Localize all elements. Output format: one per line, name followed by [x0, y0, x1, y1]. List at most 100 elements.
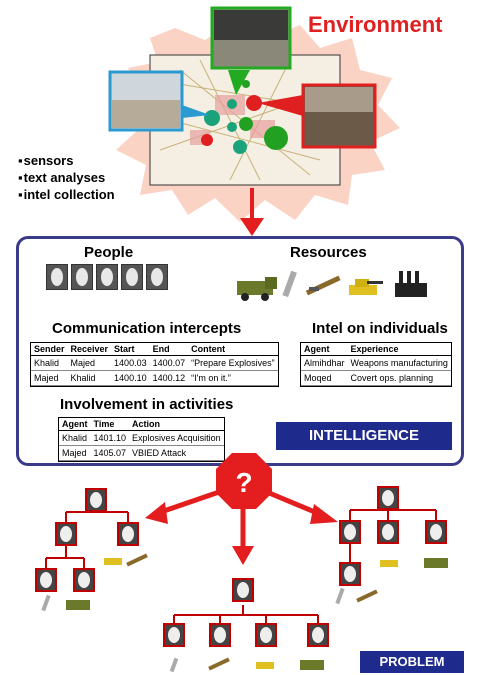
person-face-icon [46, 264, 68, 290]
table-header: Receiver [67, 343, 112, 356]
bullet-item: intel collection [18, 186, 115, 203]
table-cell: Weapons manufacturing [347, 355, 451, 371]
person-node-icon [425, 520, 447, 544]
environment-burst [108, 6, 400, 236]
table-cell: 1400.12 [149, 370, 189, 386]
table-cell: 1400.10 [111, 370, 150, 386]
table-header-row: Sender Receiver Start End Content [31, 343, 278, 356]
tank-icon [380, 560, 398, 567]
table-cell: 1405.07 [90, 445, 130, 461]
tank-icon [104, 558, 122, 565]
person-node-icon [85, 488, 107, 512]
truck-icon [66, 600, 90, 610]
person-node-icon [55, 522, 77, 546]
person-face-icon [121, 264, 143, 290]
rifle-icon [356, 589, 378, 603]
intel-heading: Intel on individuals [312, 320, 448, 337]
person-node-icon [307, 623, 329, 647]
table-cell: 1401.10 [90, 430, 130, 446]
table-header: Action [129, 418, 224, 431]
map-marker [227, 122, 237, 132]
table-cell: Majed [67, 355, 112, 371]
table-cell: Almihdhar [301, 355, 348, 371]
table-header: Experience [347, 343, 451, 356]
map-marker [264, 126, 288, 150]
comm-heading: Communication intercepts [52, 320, 242, 337]
map-marker [201, 134, 213, 146]
table-cell: Majed [59, 445, 91, 461]
resources-heading: Resources [290, 244, 367, 261]
map-marker [233, 140, 247, 154]
table-row: Majed Khalid 1400.10 1400.12 “I'm on it.… [31, 370, 278, 386]
truck-icon [300, 660, 324, 670]
person-node-icon [209, 623, 231, 647]
people-heading: People [84, 244, 134, 261]
involve-heading: Involvement in activities [60, 396, 234, 413]
table-cell: Khalid [31, 355, 68, 371]
person-node-icon [232, 578, 254, 602]
intel-table: Agent Experience Almihdhar Weapons manuf… [300, 342, 452, 387]
table-cell: VBIED Attack [129, 445, 224, 461]
grenade-icon [169, 657, 179, 673]
table-row: Majed 1405.07 VBIED Attack [59, 445, 224, 461]
problem-diagram [41, 453, 448, 673]
person-face-icon [96, 264, 118, 290]
intelligence-badge: INTELLIGENCE [276, 422, 452, 450]
truck-icon [237, 277, 277, 301]
person-face-icon [146, 264, 168, 290]
tank-icon [256, 662, 274, 669]
table-cell: Moqed [301, 370, 348, 386]
table-header: Agent [59, 418, 91, 431]
truck-icon [424, 558, 448, 568]
involve-table: Agent Time Action Khalid 1401.10 Explosi… [58, 417, 225, 462]
map-marker [204, 110, 220, 126]
person-node-icon [377, 520, 399, 544]
map-marker [246, 95, 262, 111]
grenade-icon [335, 587, 345, 605]
person-face-icon [71, 264, 93, 290]
bullet-item: text analyses [18, 169, 115, 186]
rifle-icon [305, 275, 341, 296]
question-mark: ? [235, 467, 253, 498]
map-marker [242, 80, 250, 88]
table-row: Almihdhar Weapons manufacturing [301, 355, 451, 371]
people-faces [46, 264, 168, 290]
person-node-icon [35, 568, 57, 592]
grenade-icon [41, 594, 51, 612]
table-row: Moqed Covert ops. planning [301, 370, 451, 386]
person-node-icon [117, 522, 139, 546]
table-row: Khalid 1401.10 Explosives Acquisition [59, 430, 224, 446]
table-header: Time [90, 418, 130, 431]
person-node-icon [339, 562, 361, 586]
comm-table: Sender Receiver Start End Content Khalid… [30, 342, 279, 387]
environment-title: Environment [308, 12, 443, 37]
table-cell: Khalid [67, 370, 112, 386]
map-marker [227, 99, 237, 109]
arrow-right [261, 487, 323, 518]
person-node-icon [377, 486, 399, 510]
table-header: Sender [31, 343, 68, 356]
rifle-icon [208, 657, 230, 671]
arrow-left [157, 487, 226, 516]
table-cell: 1400.03 [111, 355, 150, 371]
question-octagon [216, 453, 272, 509]
tank-icon [349, 279, 383, 295]
person-node-icon [73, 568, 95, 592]
resources-icons [237, 270, 427, 301]
table-cell: Majed [31, 370, 68, 386]
table-cell: “Prepare Explosives” [188, 355, 278, 371]
person-node-icon [339, 520, 361, 544]
table-header-row: Agent Time Action [59, 418, 224, 431]
factory-icon [395, 271, 427, 297]
table-header: Start [111, 343, 150, 356]
rifle-icon [126, 553, 148, 567]
table-cell: Covert ops. planning [347, 370, 451, 386]
table-cell: Explosives Acquisition [129, 430, 224, 446]
table-header: Agent [301, 343, 348, 356]
table-header: End [149, 343, 189, 356]
person-node-icon [163, 623, 185, 647]
table-cell: 1400.07 [149, 355, 189, 371]
table-cell: Khalid [59, 430, 91, 446]
bullet-item: sensors [18, 152, 115, 169]
environment-bullets: sensors text analyses intel collection [18, 152, 115, 203]
